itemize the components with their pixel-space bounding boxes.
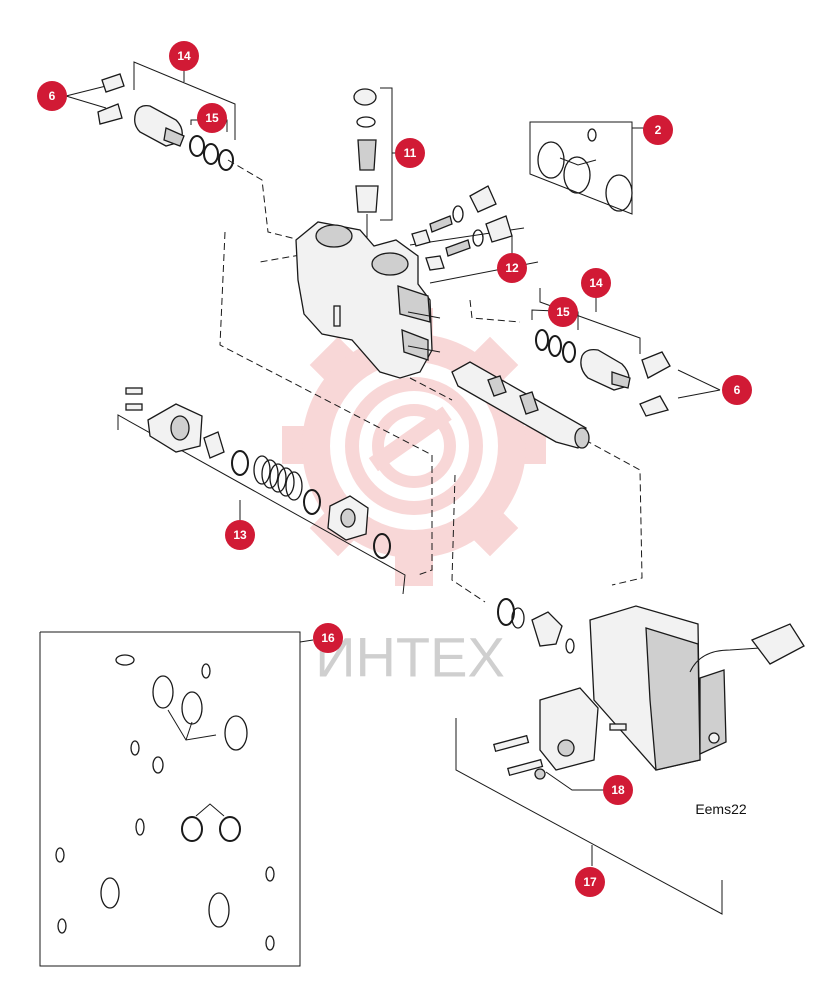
callout-18: 18 [603, 775, 633, 805]
callout-15-right: 15 [548, 297, 578, 327]
assembly-dashed-lines [219, 159, 643, 603]
callout-11: 11 [395, 138, 425, 168]
callout-6-left-label: 6 [49, 89, 56, 103]
kit-2-rings [537, 128, 633, 212]
callout-2-label: 2 [655, 123, 662, 137]
valve-body [295, 221, 441, 379]
callout-6-right: 6 [722, 375, 752, 405]
callout-13-label: 13 [233, 528, 247, 542]
callout-12-label: 12 [505, 261, 519, 275]
callout-12: 12 [497, 253, 527, 283]
right-cap-assembly [535, 329, 671, 417]
callout-14-top-label: 14 [177, 49, 191, 63]
callout-14-top: 14 [169, 41, 199, 71]
main-spool [451, 361, 590, 449]
callout-15-top: 15 [197, 103, 227, 133]
callout-2: 2 [643, 115, 673, 145]
callout-11-label: 11 [404, 146, 417, 160]
callout-15-top-label: 15 [205, 111, 219, 125]
callout-17: 17 [575, 867, 605, 897]
relief-valve-assembly [353, 88, 379, 250]
solenoid-assembly [493, 598, 805, 780]
callout-14-right-label: 14 [589, 276, 603, 290]
callout-6-left: 6 [37, 81, 67, 111]
callout-6-right-label: 6 [734, 383, 741, 397]
seal-kit-box [39, 631, 314, 967]
callout-13: 13 [225, 520, 255, 550]
callout-15-right-label: 15 [556, 305, 570, 319]
check-valve-parts [411, 185, 513, 271]
callout-18-label: 18 [611, 783, 625, 797]
callout-16: 16 [313, 623, 343, 653]
callout-17-label: 17 [583, 875, 597, 889]
callout-14-right: 14 [581, 268, 611, 298]
spring-assembly [125, 387, 391, 559]
top-left-cap-assembly [97, 73, 234, 171]
callout-16-label: 16 [321, 631, 335, 645]
drawing-code: Eems22 [695, 801, 747, 817]
watermark-text: ИНТЕХ [315, 626, 505, 689]
